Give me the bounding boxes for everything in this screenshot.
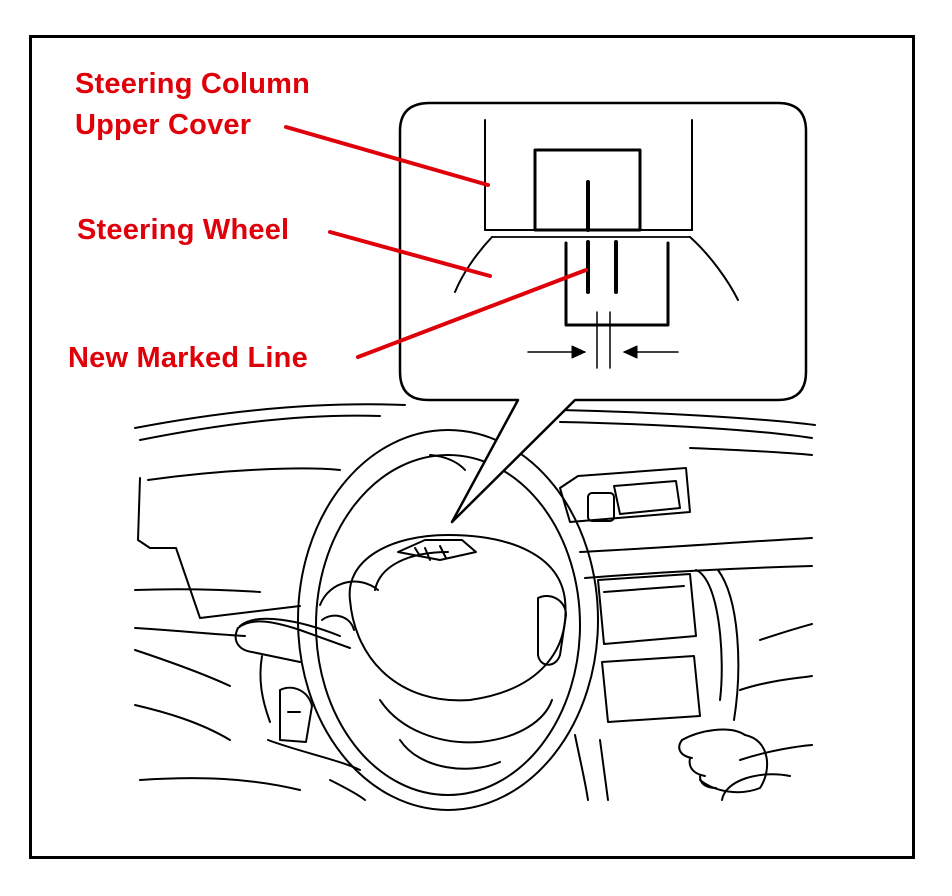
detail-callout bbox=[398, 101, 808, 524]
leader-line-new-marked-line bbox=[356, 268, 588, 359]
leader-line-column-cover bbox=[284, 125, 490, 187]
steering-wheel-drawing bbox=[239, 429, 599, 811]
label-steering-column: Steering Column bbox=[75, 68, 311, 100]
label-new-marked-line: New Marked Line bbox=[68, 342, 308, 374]
leader-line-steering-wheel bbox=[328, 230, 492, 278]
leader-lines bbox=[284, 125, 588, 359]
label-upper-cover: Upper Cover bbox=[75, 109, 252, 141]
label-steering-wheel: Steering Wheel bbox=[77, 214, 290, 246]
dashboard-drawing bbox=[134, 403, 816, 801]
